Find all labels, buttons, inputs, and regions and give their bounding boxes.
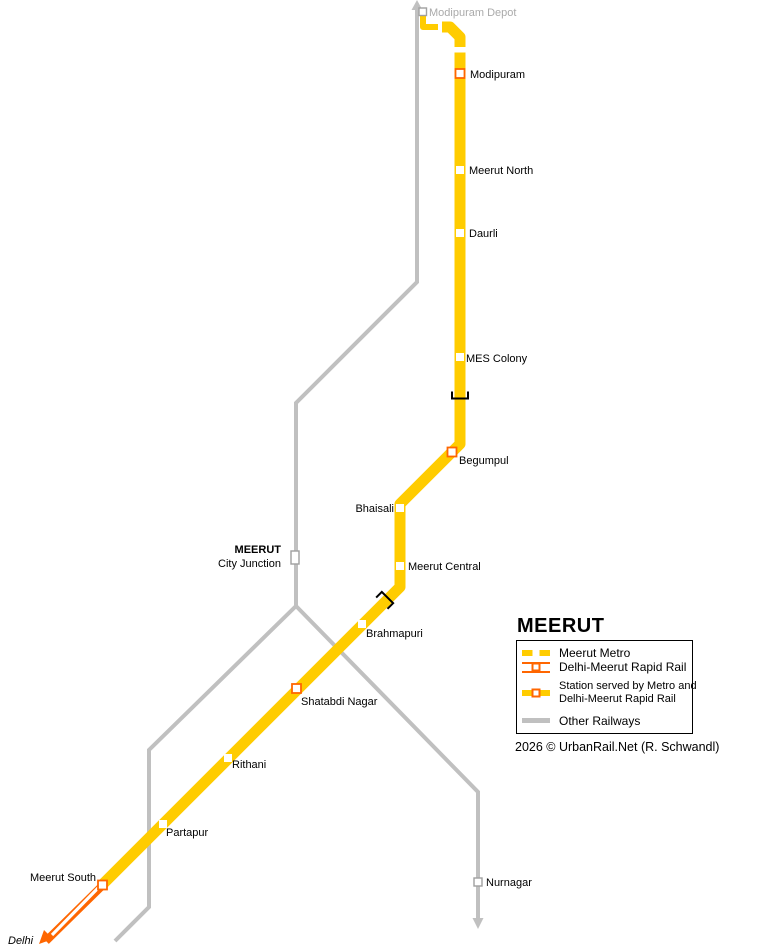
station-marker-begumpul <box>446 446 458 458</box>
metro-depot-spur <box>420 13 438 30</box>
legend-row-metro: Meerut Metro <box>517 646 692 660</box>
station-label-nurnagar: Nurnagar <box>486 877 532 889</box>
station-marker-mes-colony <box>456 353 464 361</box>
station-label-meerut-central: Meerut Central <box>408 561 481 573</box>
delhi-arrow-icon <box>39 930 53 944</box>
legend-label-shared-line1: Station served by Metro and <box>559 679 697 692</box>
legend: MEERUT Meerut Metro Delhi-Meerut Rapid R… <box>515 615 720 754</box>
shared-station-icon <box>531 688 541 697</box>
station-marker-meerut-north <box>456 166 464 174</box>
legend-box: Meerut Metro Delhi-Meerut Rapid Rail Sta… <box>516 640 697 734</box>
other-railway-lines <box>113 7 480 943</box>
rapid-rail-inner <box>50 883 103 937</box>
metro-station-icon <box>532 649 540 657</box>
rapid-rail-station-icon <box>531 662 541 672</box>
station-label-meerut-city: MEERUT <box>235 544 282 556</box>
metro-line <box>98 21 466 889</box>
station-label-meerut-south: Meerut South <box>30 872 96 884</box>
station-marker-meerut-south <box>97 879 108 891</box>
railway-north-south <box>113 7 419 943</box>
arrow-down-icon <box>472 918 484 929</box>
legend-label-other-railways: Other Railways <box>559 713 641 728</box>
station-marker-rithani <box>224 754 232 762</box>
station-label-modipuram-depot: Modipuram Depot <box>429 7 516 19</box>
station-marker-meerut-central <box>396 562 404 570</box>
delhi-direction-label: Delhi <box>8 935 34 947</box>
legend-label-metro: Meerut Metro <box>559 646 631 660</box>
legend-row-rapid-rail: Delhi-Meerut Rapid Rail <box>517 660 692 674</box>
station-marker-shatabdi-nagar <box>291 683 302 694</box>
shared-station-swatch <box>522 688 550 697</box>
legend-label-shared-line2: Delhi-Meerut Rapid Rail <box>559 692 676 705</box>
tunnel-portal-icon <box>375 590 395 610</box>
other-railway-swatch <box>522 718 550 723</box>
station-marker-bhaisali <box>396 504 404 512</box>
station-marker-partapur <box>159 820 167 828</box>
legend-label-rapid-rail: Delhi-Meerut Rapid Rail <box>559 660 687 674</box>
station-marker-brahmapuri <box>358 620 366 628</box>
station-marker-modipuram-depot <box>418 7 428 17</box>
metro-line-swatch <box>522 649 550 657</box>
legend-title: MEERUT <box>517 615 605 637</box>
station-marker-daurli <box>456 229 464 237</box>
station-label-bhaisali: Bhaisali <box>355 503 394 515</box>
legend-row-shared-station: Station served by Metro and Delhi-Meerut… <box>517 677 697 708</box>
station-label-meerut-north: Meerut North <box>469 165 533 177</box>
rapid-rail-line-swatch <box>522 661 550 673</box>
station-label-daurli: Daurli <box>469 228 498 240</box>
tunnel-portal-icon <box>451 391 469 400</box>
station-label-shatabdi-nagar: Shatabdi Nagar <box>301 696 378 708</box>
station-label-begumpul: Begumpul <box>459 455 509 467</box>
station-label-partapur: Partapur <box>166 827 209 839</box>
railway-southeast-branch <box>294 604 480 919</box>
station-label-brahmapuri: Brahmapuri <box>366 628 423 640</box>
station-label-mes-colony: MES Colony <box>466 353 528 365</box>
station-marker-city-junction <box>290 550 300 565</box>
rapid-rail-line <box>39 883 105 944</box>
legend-label-shared-station: Station served by Metro and Delhi-Meerut… <box>559 680 697 706</box>
station-marker-nurnagar <box>473 877 483 887</box>
station-label-modipuram: Modipuram <box>470 69 525 81</box>
legend-row-other-railways: Other Railways <box>517 712 692 729</box>
copyright: 2026 © UrbanRail.Net (R. Schwandl) <box>515 740 720 754</box>
station-label-rithani: Rithani <box>232 759 266 771</box>
station-label-city-junction: City Junction <box>218 558 281 570</box>
metro-line-gap <box>453 47 467 53</box>
station-marker-modipuram <box>454 68 466 79</box>
